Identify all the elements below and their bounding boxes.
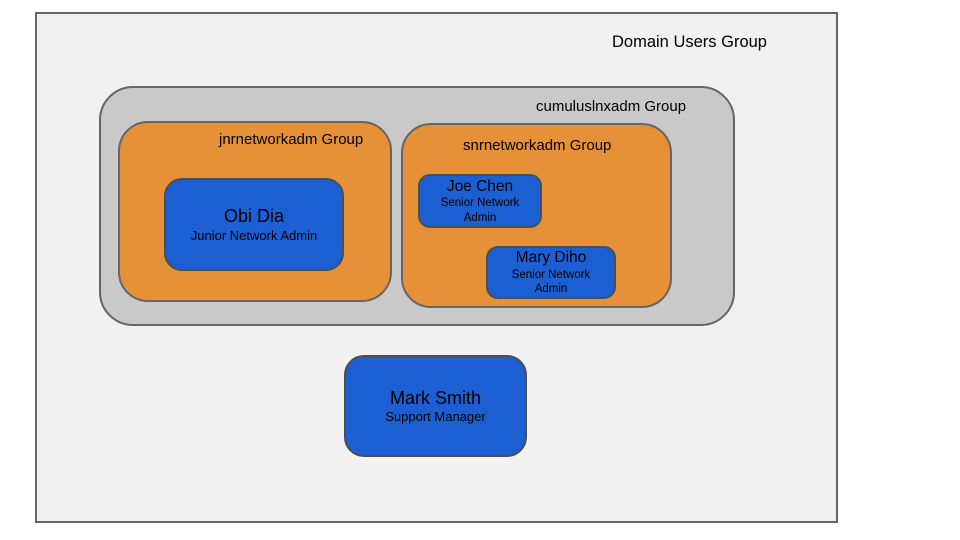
group-domain-users-label: Domain Users Group — [612, 33, 767, 51]
person-role: Senior Network Admin — [511, 268, 591, 296]
person-name: Obi Dia — [223, 206, 285, 227]
group-cumuluslnxadm-label: cumuluslnxadm Group — [536, 98, 687, 115]
group-domain-users: Domain Users Group cumuluslnxadm Group j… — [35, 12, 838, 523]
person-role: Senior Network Admin — [440, 197, 520, 224]
group-snrnetworkadm-label: snrnetworkadm Group — [463, 137, 612, 154]
person-name: Mary Diho — [515, 249, 587, 267]
person-role: Junior Network Admin — [190, 227, 318, 243]
person-card-mark-smith: Mark Smith Support Manager — [344, 355, 527, 457]
person-role: Support Manager — [385, 409, 486, 425]
person-name: Joe Chen — [446, 177, 514, 195]
group-jnrnetworkadm-label: jnrnetworkadm Group — [219, 131, 364, 148]
group-jnrnetworkadm: jnrnetworkadm Group Obi Dia Junior Netwo… — [118, 121, 392, 302]
person-card-obi-dia: Obi Dia Junior Network Admin — [164, 178, 344, 271]
group-snrnetworkadm: snrnetworkadm Group Joe Chen Senior Netw… — [401, 123, 672, 308]
person-name: Mark Smith — [389, 387, 481, 408]
person-card-mary-diho: Mary Diho Senior Network Admin — [486, 246, 616, 299]
group-cumuluslnxadm: cumuluslnxadm Group jnrnetworkadm Group … — [99, 86, 735, 326]
person-card-joe-chen: Joe Chen Senior Network Admin — [418, 174, 542, 228]
